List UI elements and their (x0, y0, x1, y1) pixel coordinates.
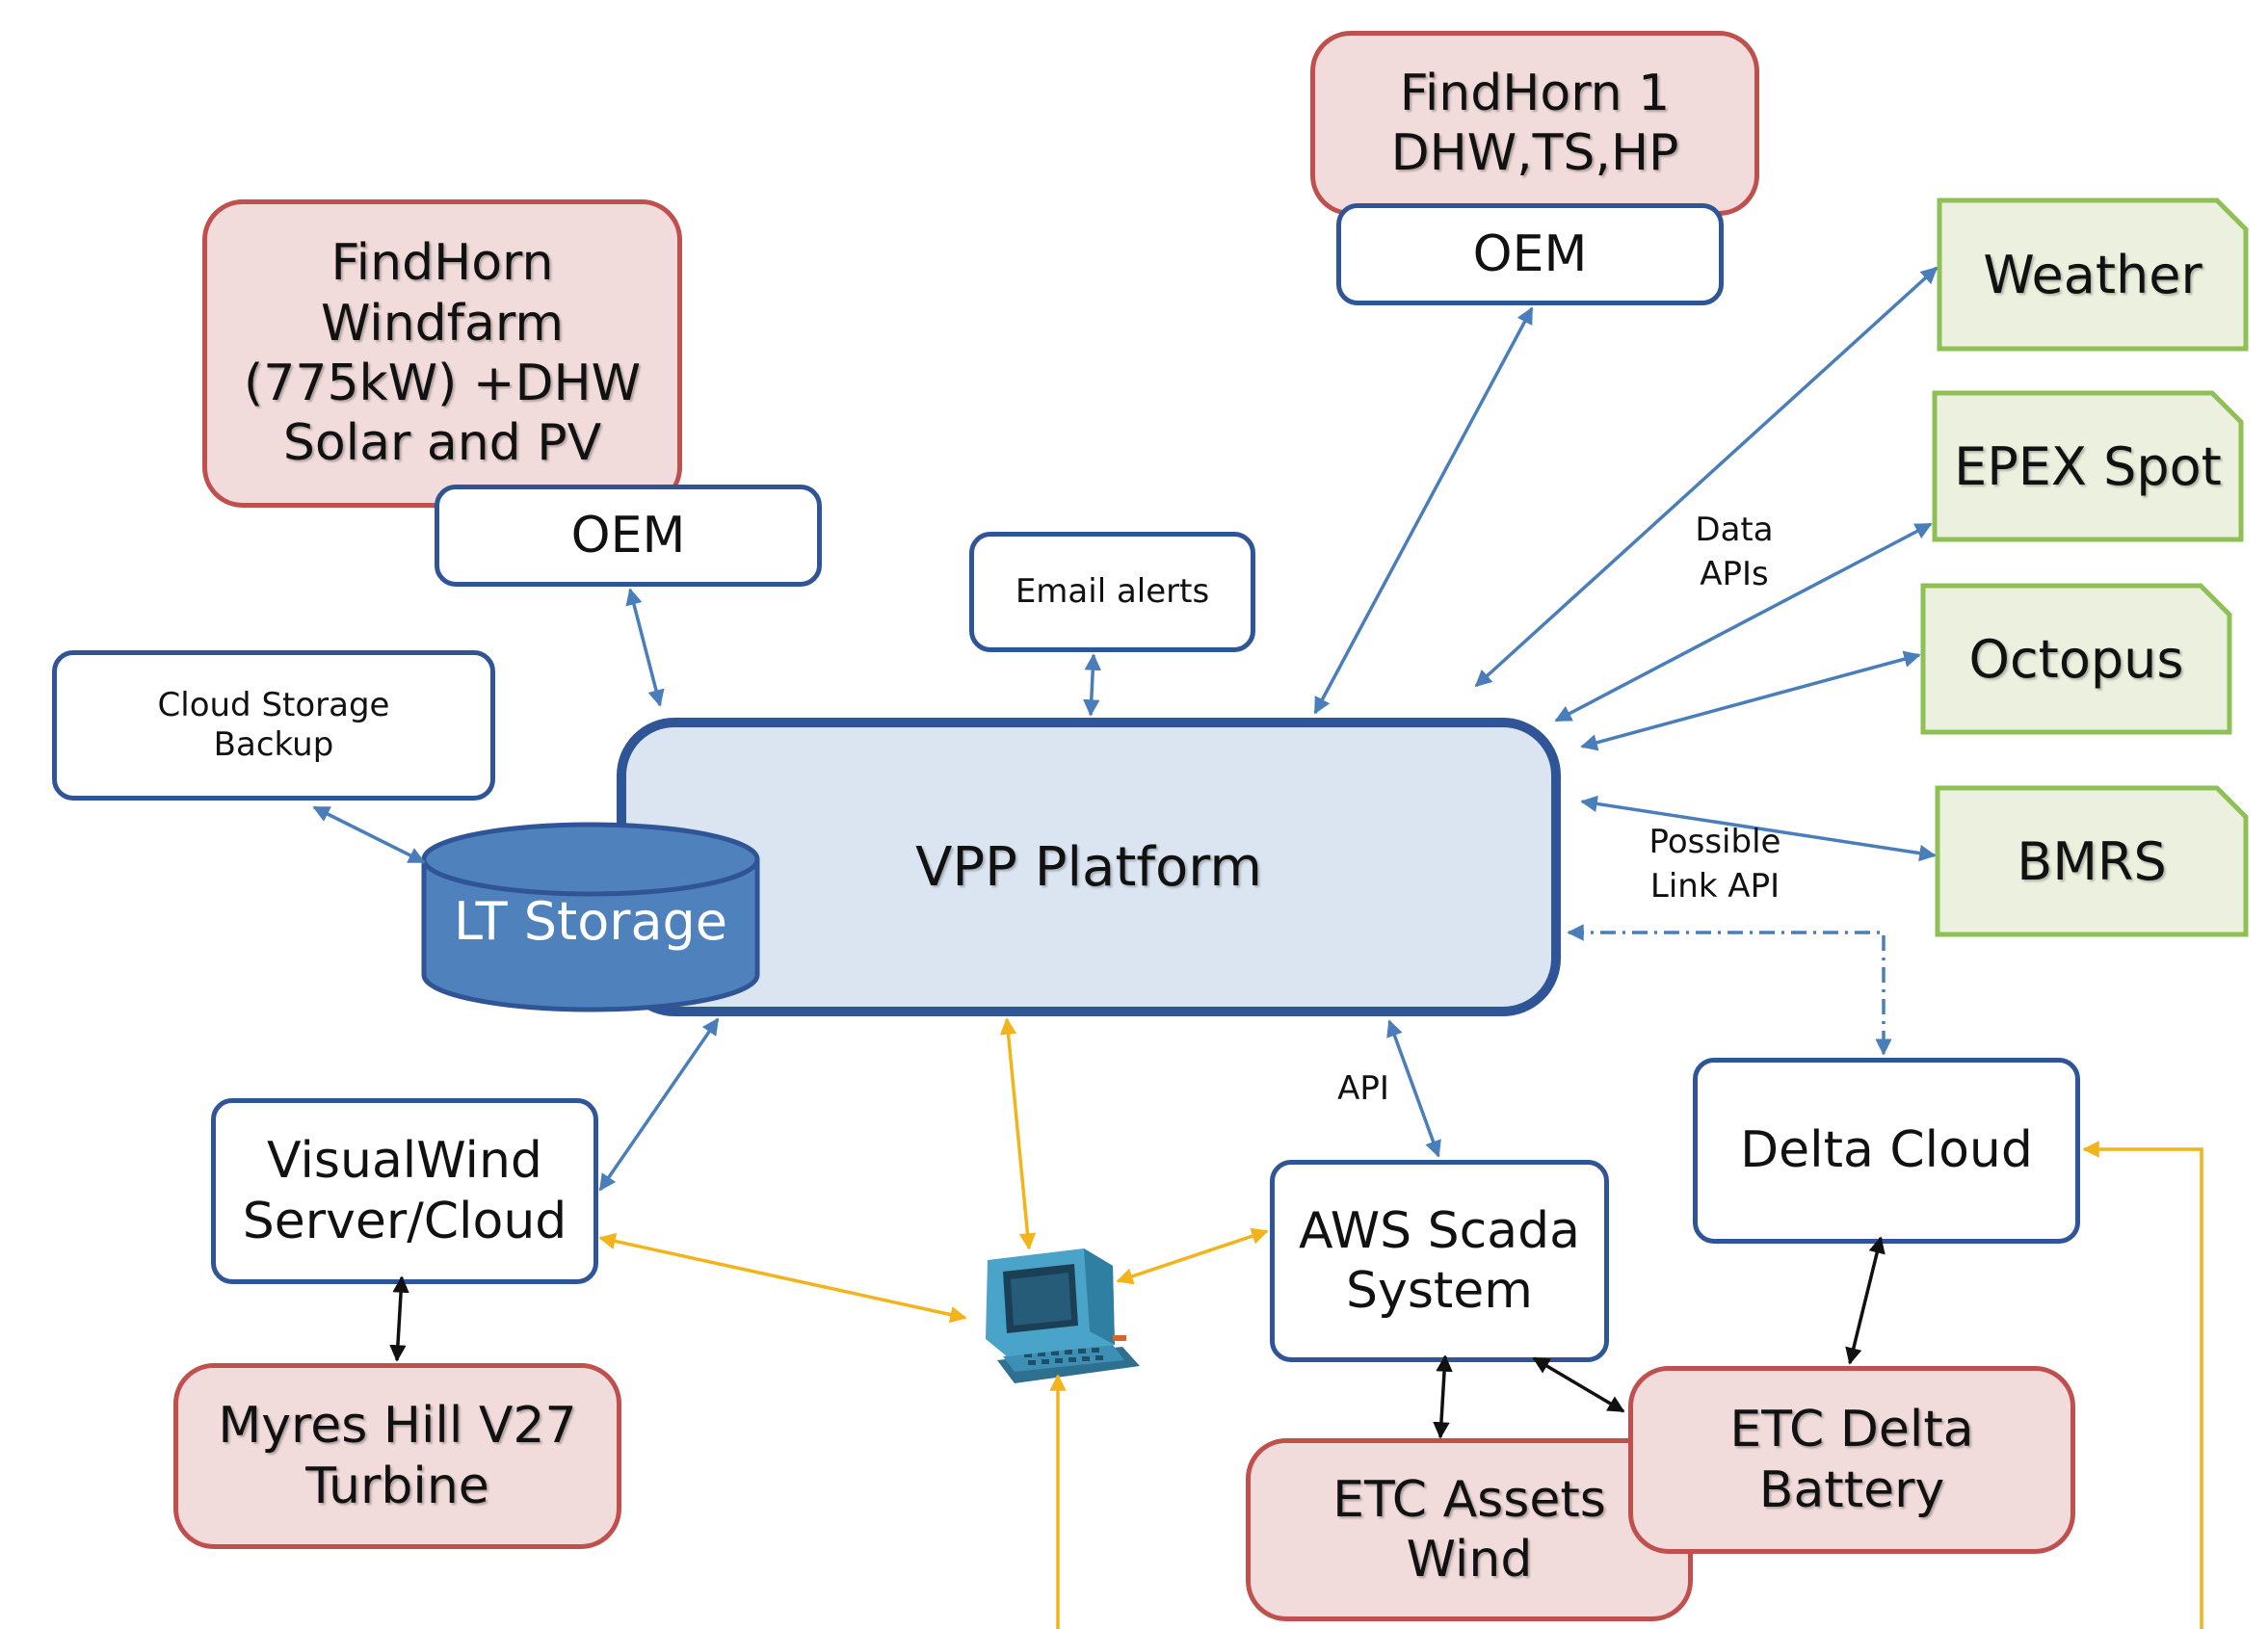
email-alerts-node: Email alerts (969, 532, 1255, 652)
data-apis-label: Data APIs (1695, 511, 1774, 593)
epex-spot-label: EPEX Spot (1954, 435, 2222, 497)
myres-hill-node: Myres Hill V27 Turbine (173, 1363, 621, 1549)
delta-cloud-node: Delta Cloud (1693, 1058, 2080, 1244)
bmrs-document-shape (1935, 785, 2249, 937)
vpp-platform-node: VPP Platform (617, 718, 1561, 1016)
database-icon (421, 822, 760, 1012)
edge-octopus-platform (1580, 650, 1921, 751)
findhorn-1-node: FindHorn 1 DHW,TS,HP (1310, 31, 1759, 216)
edge-aws-etc-wind (1433, 1354, 1453, 1439)
possible-link-api-label: Possible Link API (1648, 823, 1781, 906)
edge-email-platform (1083, 653, 1101, 717)
vpp-platform-label: VPP Platform (915, 835, 1262, 899)
edge-oem-top-platform (1313, 306, 1534, 715)
etc-delta-battery-node: ETC Delta Battery (1628, 1366, 2075, 1554)
edge-aws-etc-battery (1532, 1356, 1625, 1413)
edge-weather-platform (1474, 266, 1938, 688)
etc-assets-wind-node: ETC Assets Wind (1246, 1438, 1693, 1621)
octopus-label: Octopus (1968, 628, 2184, 690)
weather-document-shape (1937, 197, 2249, 352)
weather-label: Weather (1983, 244, 2202, 305)
edge-platform-terminal (999, 1017, 1037, 1250)
cloud-storage-backup-node: Cloud Storage Backup (52, 650, 495, 801)
edge-visualwind-terminal (598, 1232, 967, 1324)
edge-cloud-storage-lt-storage (312, 805, 426, 864)
visualwind-node: VisualWind Server/Cloud (211, 1098, 598, 1284)
edge-oem-left-platform (625, 588, 665, 707)
aws-scada-node: AWS Scada System (1270, 1160, 1609, 1362)
edge-visualwind-myres (389, 1275, 409, 1362)
lt-storage-label: LT Storage (453, 891, 728, 952)
oem-top-node: OEM (1336, 203, 1724, 305)
computer-terminal-icon (986, 1248, 1140, 1383)
api-label: API (1337, 1069, 1389, 1108)
edge-delta-cloud-battery (1845, 1236, 1886, 1365)
edge-visualwind-platform (598, 1017, 720, 1192)
bmrs-label: BMRS (2017, 830, 2167, 892)
oem-left-node: OEM (435, 485, 822, 587)
edge-delta-cloud-right (2082, 1141, 2203, 1629)
edge-platform-delta-cloud-dashed (1567, 924, 1892, 1056)
findhorn-windfarm-node: FindHorn Windfarm (775kW) +DHW Solar and… (202, 199, 682, 508)
